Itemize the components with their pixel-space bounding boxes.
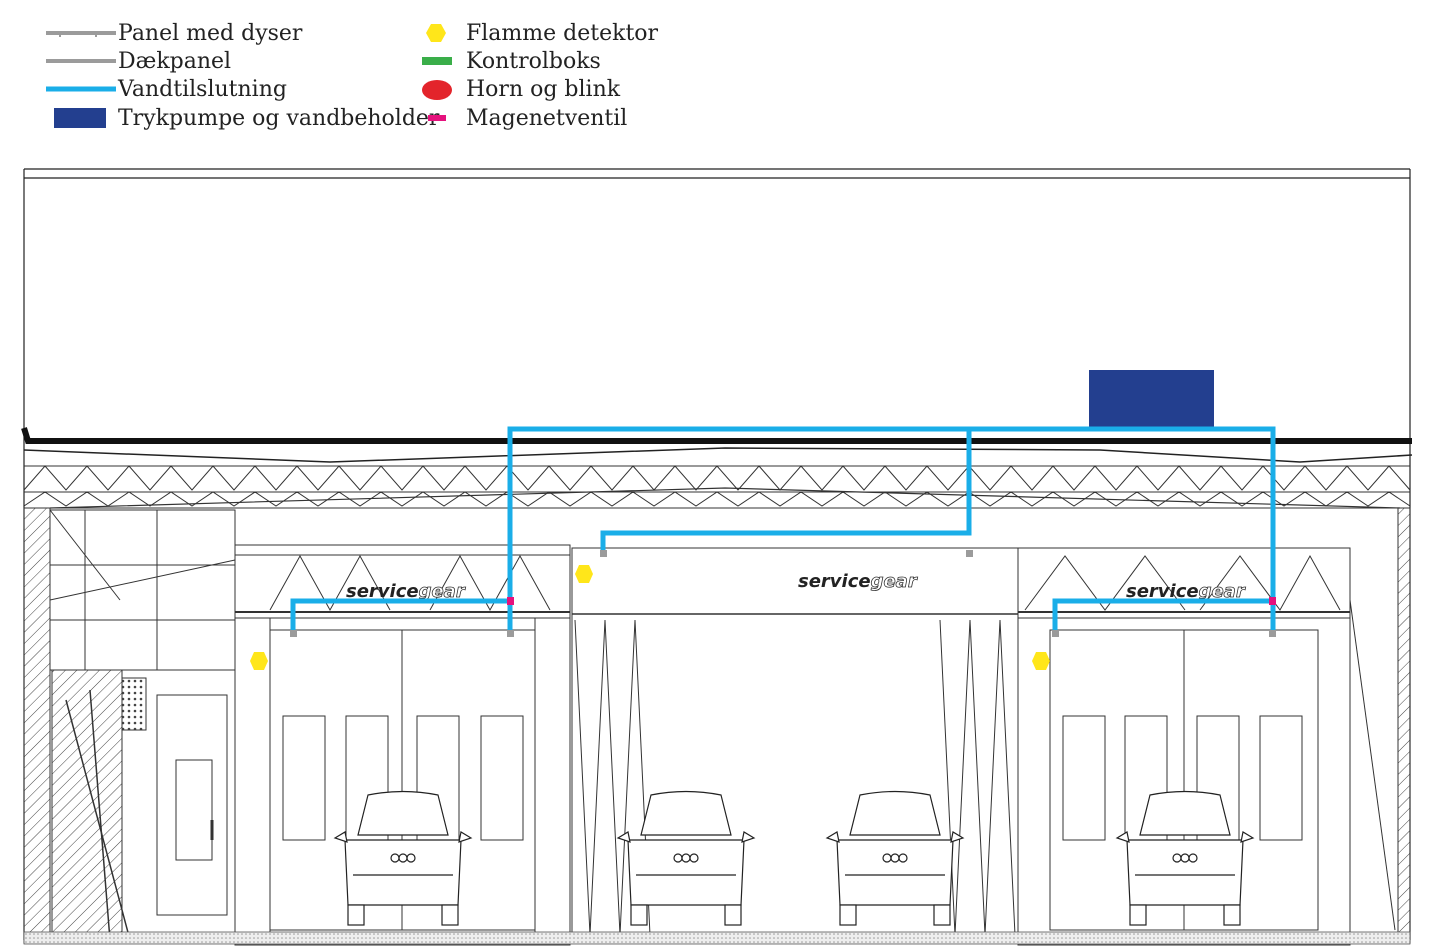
- brand-service: service: [798, 571, 871, 592]
- pump-tank: [1089, 370, 1214, 427]
- flame-detectors: [250, 565, 1050, 670]
- legend-item-flame-detector: Flamme detektor: [424, 19, 658, 47]
- legend-label: Flamme detektor: [466, 20, 659, 46]
- legend-label: Horn og blink: [466, 76, 621, 102]
- brand-service: service: [1126, 581, 1199, 602]
- brand-gear: gear: [1199, 581, 1246, 602]
- legend-label: Kontrolboks: [466, 48, 601, 74]
- legend: Panel med dyser Dækpanel Vandtilslutning…: [0, 0, 700, 150]
- water-piping: [290, 426, 1276, 632]
- cover-panel-swatch: [46, 59, 116, 63]
- roof-beam: [21, 427, 1413, 463]
- water-connection-swatch: [46, 86, 116, 92]
- brand-service: service: [346, 581, 419, 602]
- legend-label: Dækpanel: [118, 48, 232, 74]
- car: [1115, 790, 1255, 926]
- legend-label: Vandtilslutning: [118, 76, 287, 102]
- solenoid-valves: [507, 597, 1276, 605]
- legend-item-control-box: Kontrolboks: [422, 47, 601, 75]
- car: [825, 790, 965, 926]
- legend-item-nozzle-panel: Panel med dyser: [46, 19, 302, 47]
- legend-label: Trykpumpe og vandbeholder: [118, 105, 440, 131]
- nozzle-panels: [290, 550, 1276, 637]
- brand-logo: servicegear: [798, 571, 918, 592]
- brand-logo: servicegear: [1126, 581, 1246, 602]
- brand-logo: servicegear: [346, 581, 466, 602]
- legend-item-horn-flash: Horn og blink: [422, 75, 621, 103]
- car: [333, 790, 473, 926]
- flame-detector-icon: [426, 24, 446, 42]
- legend-item-water-connection: Vandtilslutning: [46, 75, 287, 103]
- cars: [333, 790, 1255, 926]
- legend-item-pump-tank: Trykpumpe og vandbeholder: [46, 104, 439, 132]
- brand-gear: gear: [871, 571, 918, 592]
- legend-item-solenoid-valve: Magenetventil: [424, 104, 627, 132]
- legend-item-cover-panel: Dækpanel: [46, 47, 231, 75]
- pump-tank-swatch: [54, 108, 106, 128]
- nozzle-panel-swatch: [46, 31, 116, 37]
- floor: [23, 931, 1411, 945]
- horn-flash-icon: [422, 80, 452, 100]
- legend-label: Magenetventil: [466, 105, 628, 131]
- stair-structure: [49, 509, 236, 941]
- solenoid-valve-icon: [428, 115, 446, 121]
- legend-label: Panel med dyser: [118, 20, 303, 46]
- roof-truss: [23, 465, 1411, 509]
- control-box-icon: [422, 57, 452, 65]
- car: [616, 790, 756, 926]
- brand-gear: gear: [419, 581, 466, 602]
- left-wall: [23, 507, 1411, 944]
